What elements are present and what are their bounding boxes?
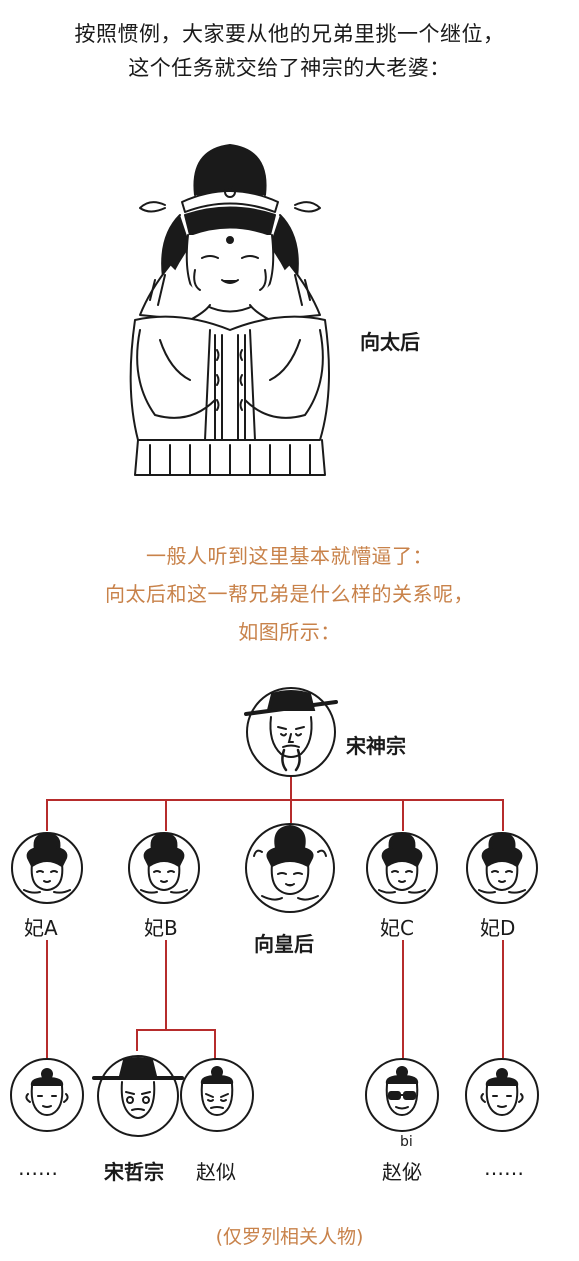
wives-horizontal-connector [46, 799, 502, 801]
wife-b-label: 妃B [144, 916, 178, 940]
wife-d-connector [502, 799, 504, 831]
wife-c-avatar [366, 832, 438, 904]
shenzong-label: 宋神宗 [346, 734, 406, 758]
child-d-label: …… [484, 1156, 524, 1180]
wife-b-children-line [165, 940, 167, 1030]
explanation-line-1: 一般人听到这里基本就懵逼了： [146, 544, 433, 568]
wife-a-connector [46, 799, 48, 831]
footnote: (仅罗列相关人物) [215, 1226, 364, 1248]
wife-a-avatar [11, 832, 83, 904]
intro-line-2: 这个任务就交给了神宗的大老婆： [128, 56, 451, 80]
wife-d-avatar [466, 832, 538, 904]
zhaosi-avatar [180, 1058, 254, 1132]
explanation-line-3: 如图所示： [238, 620, 341, 644]
wife-c-children-line [402, 940, 404, 1058]
empress-dowager-illustration [129, 144, 330, 476]
zhaosi-connector [214, 1029, 216, 1059]
empress-label: 向皇后 [254, 932, 314, 956]
intro-line-1: 按照惯例，大家要从他的兄弟里挑一个继位， [74, 22, 505, 46]
wife-d-children-line [502, 940, 504, 1058]
zhaobi-avatar [365, 1058, 439, 1132]
wife-a-children-line [46, 940, 48, 1058]
wife-b-avatar [128, 832, 200, 904]
empress-avatar [245, 823, 335, 913]
empress-connector [290, 799, 292, 823]
zhaobi-pinyin: bi [400, 1134, 413, 1150]
wife-a-label: 妃A [24, 916, 58, 940]
wife-b-children-split [136, 1029, 216, 1031]
wife-c-connector [402, 799, 404, 831]
root-connector [290, 770, 292, 800]
wife-b-connector [165, 799, 167, 831]
shenzong-avatar [244, 687, 338, 777]
wife-d-label: 妃D [480, 916, 516, 940]
zhezong-label: 宋哲宗 [104, 1160, 164, 1184]
child-a-label: …… [18, 1156, 58, 1180]
zhezong-connector [136, 1029, 138, 1051]
child-d-avatar [465, 1058, 539, 1132]
zhezong-avatar [92, 1055, 184, 1137]
explanation-line-2: 向太后和这一帮兄弟是什么样的关系呢， [105, 582, 474, 606]
child-a-avatar [10, 1058, 84, 1132]
zhaosi-label: 赵似 [196, 1160, 236, 1184]
empress-dowager-label: 向太后 [360, 330, 420, 354]
zhaobi-label: 赵佖 [382, 1160, 422, 1184]
wife-c-label: 妃C [380, 916, 414, 940]
